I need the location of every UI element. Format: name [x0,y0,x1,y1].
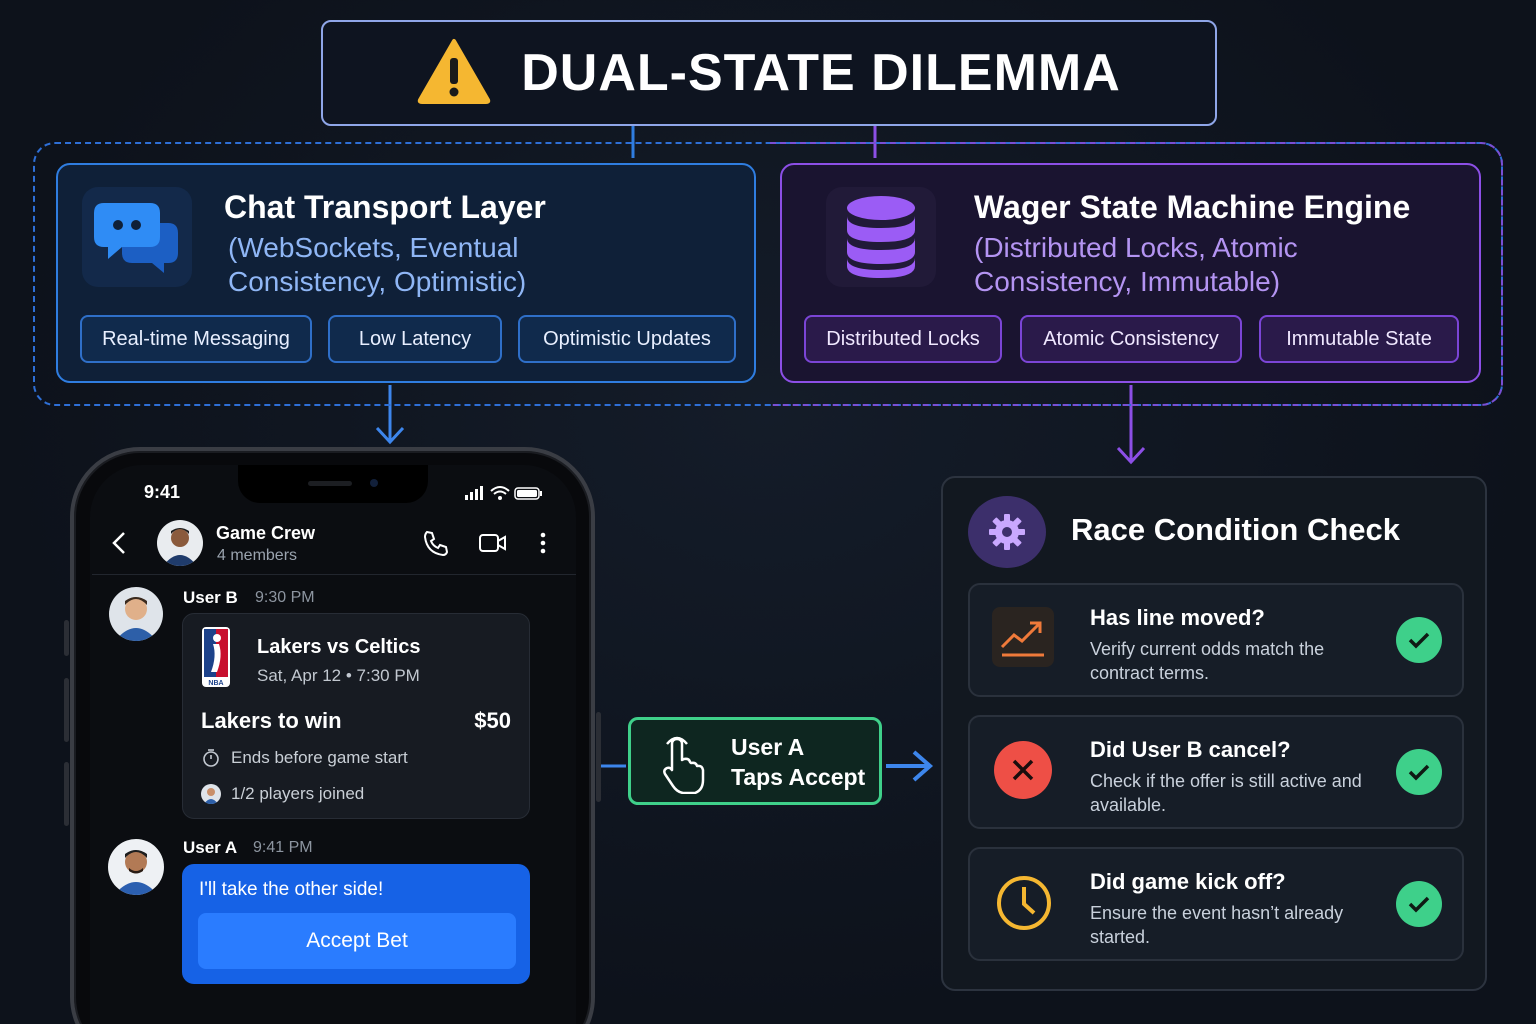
svg-text:NBA: NBA [208,680,223,687]
check-line-moved: Has line moved? Verify current odds matc… [968,583,1464,697]
phone-call-button[interactable] [421,529,449,562]
reply-text: I'll take the other side! [199,879,384,900]
bet-card[interactable]: NBA Lakers vs Celtics Sat, Apr 12 • 7:30… [182,613,530,819]
trend-up-icon [992,607,1054,667]
wager-engine-subtitle: (Distributed Locks, Atomic Consistency, … [974,232,1298,297]
player-avatar-icon [201,784,221,804]
title-banner: DUAL-STATE DILEMMA [321,20,1217,126]
database-icon [826,187,936,287]
chip-low-latency: Low Latency [328,315,502,363]
chip-immutable-state: Immutable State [1259,315,1459,363]
user-action-box: User A Taps Accept [628,717,882,805]
check-passed-icon [1396,749,1442,795]
chat-layer-subtitle: (WebSockets, Eventual Consistency, Optim… [228,232,527,297]
more-vertical-icon [540,532,546,554]
cancel-x-icon [994,741,1052,799]
chip-distributed-locks: Distributed Locks [804,315,1002,363]
chip-optimistic-updates: Optimistic Updates [518,315,736,363]
check-user-cancel: Did User B cancel? Check if the offer is… [968,715,1464,829]
bet-expiry: Ends before game start [231,748,408,767]
wager-engine-title: Wager State Machine Engine [974,189,1411,225]
bet-players: 1/2 players joined [231,784,365,803]
check-desc: Check if the offer is still active and a… [1090,771,1362,815]
user-a-avatar [108,839,164,895]
clock-icon [994,873,1054,933]
nba-logo-icon: NBA [201,626,231,693]
user-b-avatar [109,587,163,641]
bet-pick: Lakers to win [201,708,342,733]
timer-icon [201,748,221,773]
bet-matchup: Lakers vs Celtics [257,636,421,658]
chat-members: 4 members [217,547,298,564]
chat-bubbles-icon [82,187,192,287]
phone-notch [238,465,428,503]
check-title: Has line moved? [1090,605,1265,630]
phone-volume-up [64,678,69,742]
status-icons [465,485,543,506]
chat-transport-panel: Chat Transport Layer (WebSockets, Eventu… [56,163,756,383]
phone-power-button [596,712,601,802]
user-a-time: 9:41 PM [253,839,313,856]
check-desc: Verify current odds match the contract t… [1090,639,1325,683]
accept-bet-button[interactable]: Accept Bet [198,913,516,969]
action-line2: Taps Accept [731,764,866,790]
page-title: DUAL-STATE DILEMMA [521,44,1121,102]
bet-date: Sat, Apr 12 • 7:30 PM [257,666,420,685]
user-a-name: User A [183,838,238,857]
check-passed-icon [1396,617,1442,663]
more-options-button[interactable] [538,531,548,560]
warning-icon [417,38,491,109]
bet-amount: $50 [474,708,511,733]
video-icon [479,534,506,552]
system-layers-group-right [770,142,1503,406]
user-b-time: 9:30 PM [255,589,315,606]
phone-volume-down [64,762,69,826]
check-passed-icon [1396,881,1442,927]
video-call-button[interactable] [478,531,508,560]
action-line1: User A [731,734,805,760]
phone-icon [423,530,449,557]
status-time: 9:41 [144,482,181,502]
chevron-left-icon [112,532,125,554]
check-game-kickoff: Did game kick off? Ensure the event hasn… [968,847,1464,961]
phone-side-button [64,620,69,656]
chat-header-divider [92,574,576,575]
check-title: Did game kick off? [1090,869,1286,894]
race-title: Race Condition Check [1071,512,1400,547]
check-desc: Ensure the event hasn’t already started. [1090,903,1344,947]
group-avatar[interactable] [157,520,203,566]
tap-hand-icon [659,730,709,799]
chip-atomic-consistency: Atomic Consistency [1020,315,1242,363]
wager-engine-panel: Wager State Machine Engine (Distributed … [780,163,1481,383]
chip-realtime-messaging: Real-time Messaging [80,315,312,363]
user-b-name: User B [183,588,238,607]
chat-name: Game Crew [216,523,316,543]
check-title: Did User B cancel? [1090,737,1291,762]
chat-layer-title: Chat Transport Layer [224,189,546,225]
gear-icon [968,496,1046,568]
back-button[interactable] [110,530,128,561]
